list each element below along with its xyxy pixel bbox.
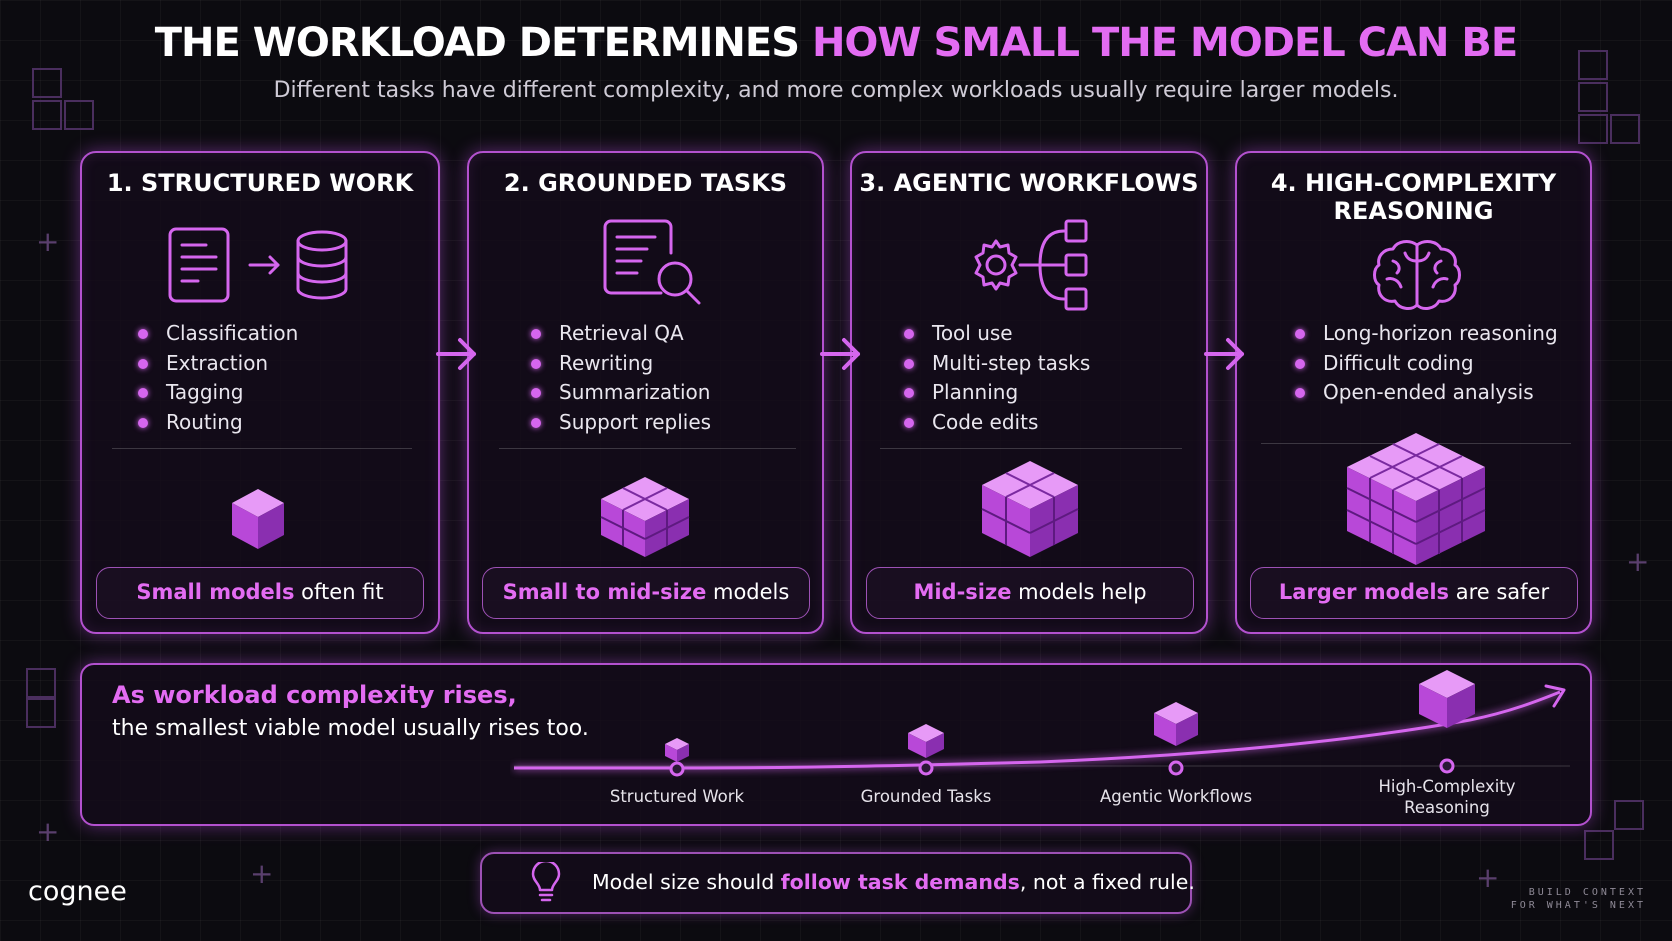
decor-square [1578,50,1608,80]
complexity-panel [80,663,1592,826]
panel-subline: the smallest viable model usually rises … [112,716,589,741]
list-item: Tagging [136,378,298,408]
list-item: Long-horizon reasoning [1293,319,1558,349]
card-verdict: Mid-size models help [866,567,1194,619]
bullet-list: Classification Extraction Tagging Routin… [136,319,298,437]
arrow-right-icon [820,338,860,370]
cube-large-icon [1346,433,1486,565]
divider [880,448,1182,449]
list-item: Summarization [529,378,711,408]
footer-note [480,852,1192,914]
card-verdict: Small to mid-size models [482,567,810,619]
title-main: THE WORKLOAD DETERMINES [154,20,812,66]
decor-plus: + [1476,861,1500,894]
brand-tagline: BUILD CONTEXT FOR WHAT'S NEXT [1510,887,1646,911]
arrow-right-icon [436,338,476,370]
card-title: 3. AGENTIC WORKFLOWS [859,169,1199,197]
list-item: Open-ended analysis [1293,378,1558,408]
cube-small-mid-icon [908,724,944,758]
card-structured-work: 1. STRUCTURED WORK Classification Extrac… [80,151,440,634]
document-to-database-icon [168,227,348,303]
decor-square [1610,114,1640,144]
cube-small-icon [665,738,689,762]
stage-label: Agentic Workflows [1099,787,1253,806]
decor-square [1578,82,1608,112]
cube-small-icon [232,489,284,549]
divider [499,448,796,449]
document-search-icon [603,219,701,305]
divider [112,448,412,449]
complexity-curve [514,670,1570,777]
bullet-list: Tool use Multi-step tasks Planning Code … [902,319,1090,437]
panel-headline: As workload complexity rises, [112,681,517,709]
list-item: Code edits [902,408,1090,438]
title-highlight: HOW SMALL THE MODEL CAN BE [811,20,1518,66]
card-verdict: Small models often fit [96,567,424,619]
card-agentic-workflows: 3. AGENTIC WORKFLOWS Tool use Multi-step… [850,151,1208,634]
decor-square [32,68,62,98]
bullet-list: Long-horizon reasoning Difficult coding … [1293,319,1558,408]
decor-plus: + [36,815,60,848]
decor-square [1578,114,1608,144]
stage-label: Structured Work [609,787,745,806]
bullet-list: Retrieval QA Rewriting Summarization Sup… [529,319,711,437]
footer-note-text: Model size should follow task demands, n… [592,870,1195,894]
decor-square [64,100,94,130]
page-title: THE WORKLOAD DETERMINES HOW SMALL THE MO… [0,20,1672,66]
decor-square [26,668,56,698]
decor-square [26,698,56,728]
list-item: Retrieval QA [529,319,711,349]
arrow-right-icon [1204,338,1244,370]
cube-mid-icon [981,461,1079,557]
list-item: Extraction [136,349,298,379]
decor-plus: + [36,225,60,258]
stage-label: High-Complexity Reasoning [1378,777,1516,817]
list-item: Rewriting [529,349,711,379]
list-item: Multi-step tasks [902,349,1090,379]
card-title: 1. STRUCTURED WORK [106,169,414,197]
card-title: 4. HIGH-COMPLEXITY REASONING [1270,169,1557,225]
card-title: 2. GROUNDED TASKS [503,169,788,197]
gear-workflow-icon [974,219,1088,311]
decor-plus: + [250,857,274,890]
cube-mid-icon [1154,702,1198,746]
decor-square [1584,830,1614,860]
decor-square [1614,800,1644,830]
card-verdict: Larger models are safer [1250,567,1578,619]
list-item: Planning [902,378,1090,408]
brand-logo: cognee [28,876,127,907]
cube-large-icon [1419,670,1475,728]
list-item: Classification [136,319,298,349]
lightbulb-icon [531,862,561,902]
brain-icon [1373,240,1461,310]
cube-small-mid-icon [600,477,690,557]
card-high-complexity-reasoning: 4. HIGH-COMPLEXITY REASONING Long-horizo… [1235,151,1592,634]
list-item: Routing [136,408,298,438]
list-item: Tool use [902,319,1090,349]
list-item: Difficult coding [1293,349,1558,379]
list-item: Support replies [529,408,711,438]
decor-plus: + [1626,545,1650,578]
stage-label: Grounded Tasks [860,787,992,806]
page-subtitle: Different tasks have different complexit… [273,78,1399,103]
card-grounded-tasks: 2. GROUNDED TASKS Retrieval QA Rewriting… [467,151,824,634]
decor-square [32,100,62,130]
